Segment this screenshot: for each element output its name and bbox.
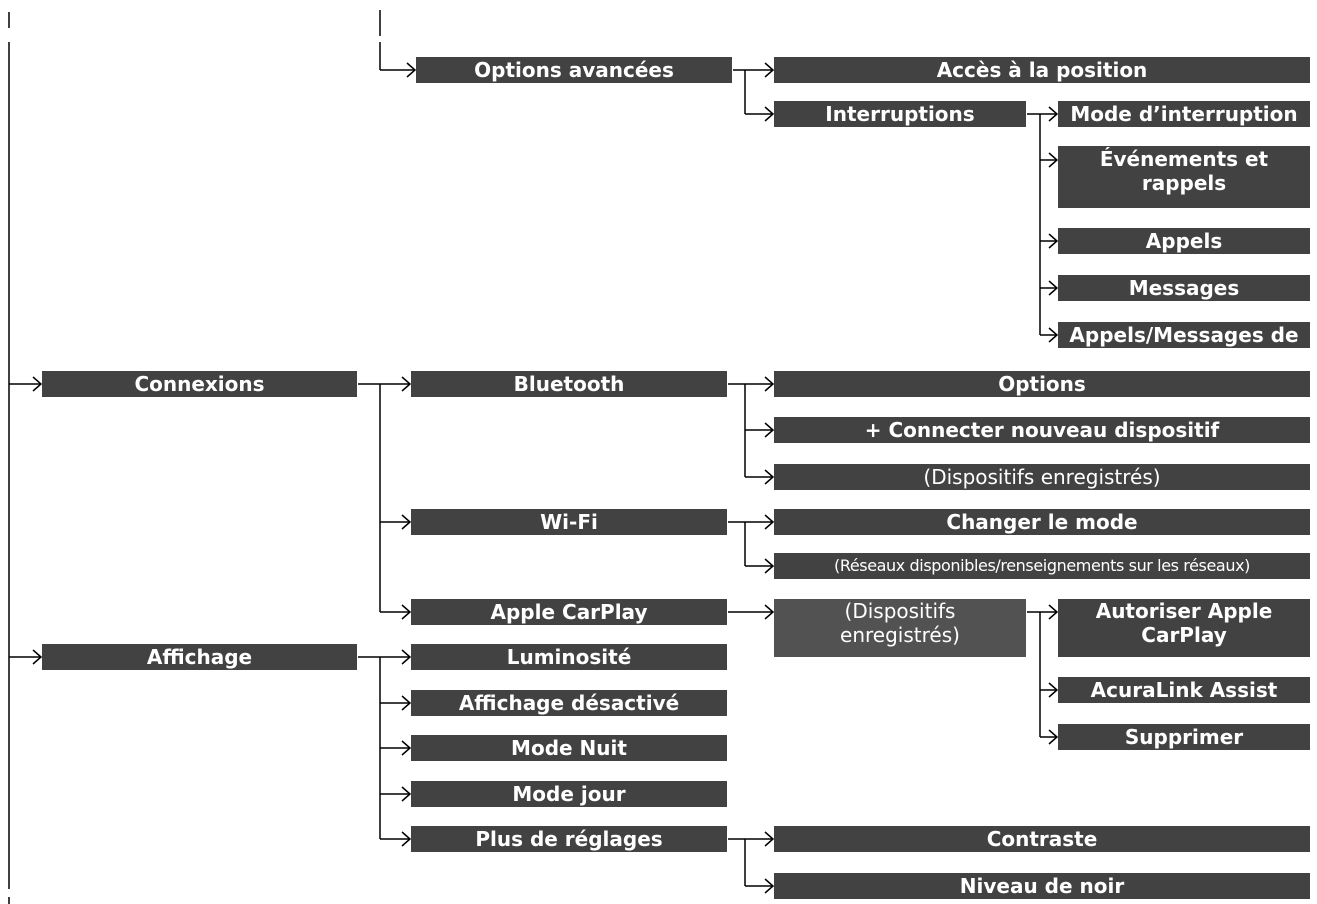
arrow-head-icon (1048, 233, 1059, 249)
arrow-head-icon (764, 422, 775, 438)
arrow-head-icon (401, 740, 412, 756)
arrow-head-icon (401, 649, 412, 665)
arrow-head-icon (401, 376, 412, 392)
affichage-desactive-node[interactable]: Affichage désactivé (411, 690, 727, 716)
plus-de-reglages-node[interactable]: Plus de réglages (411, 826, 727, 852)
appels-node[interactable]: Appels (1058, 228, 1310, 254)
arrow-head-icon (764, 558, 775, 574)
arrow-head-icon (401, 514, 412, 530)
evenements-rappels-node[interactable]: Événements et rappels (1058, 146, 1310, 208)
arrow-head-icon (1048, 327, 1059, 343)
arrow-head-icon (1048, 152, 1059, 168)
affichage-node[interactable]: Affichage (42, 644, 357, 670)
apple-carplay-node[interactable]: Apple CarPlay (411, 599, 727, 625)
messages-node[interactable]: Messages (1058, 275, 1310, 301)
arrow-head-icon (764, 376, 775, 392)
arrow-head-icon (401, 604, 412, 620)
arrow-head-icon (764, 604, 775, 620)
acces-position-node[interactable]: Accès à la position (774, 57, 1310, 83)
mode-interruption-node[interactable]: Mode d’interruption (1058, 101, 1310, 127)
arrow-head-icon (32, 376, 43, 392)
bluetooth-node[interactable]: Bluetooth (411, 371, 727, 397)
supprimer-node[interactable]: Supprimer (1058, 724, 1310, 750)
arrow-head-icon (1048, 280, 1059, 296)
interruptions-node[interactable]: Interruptions (774, 101, 1026, 127)
bluetooth-options-node[interactable]: Options (774, 371, 1310, 397)
bluetooth-dispositifs-enregistres-node[interactable]: (Dispositifs enregistrés) (774, 464, 1310, 490)
arrow-head-icon (401, 695, 412, 711)
carplay-dispositifs-enregistres-node[interactable]: (Dispositifs enregistrés) (774, 599, 1026, 657)
arrow-head-icon (764, 62, 775, 78)
wifi-node[interactable]: Wi-Fi (411, 509, 727, 535)
arrow-head-icon (1048, 106, 1059, 122)
arrow-head-icon (764, 469, 775, 485)
mode-jour-node[interactable]: Mode jour (411, 781, 727, 807)
arrow-head-icon (764, 878, 775, 894)
contraste-node[interactable]: Contraste (774, 826, 1310, 852)
appels-messages-de-node[interactable]: Appels/Messages de (1058, 322, 1310, 348)
arrow-head-icon (764, 106, 775, 122)
connecter-nouveau-dispositif-node[interactable]: + Connecter nouveau dispositif (774, 417, 1310, 443)
arrow-head-icon (764, 831, 775, 847)
options-avancees-node[interactable]: Options avancées (416, 57, 732, 83)
arrow-head-icon (32, 649, 43, 665)
connexions-node[interactable]: Connexions (42, 371, 357, 397)
arrow-head-icon (1048, 729, 1059, 745)
mode-nuit-node[interactable]: Mode Nuit (411, 735, 727, 761)
arrow-head-icon (764, 514, 775, 530)
arrow-head-icon (401, 786, 412, 802)
luminosite-node[interactable]: Luminosité (411, 644, 727, 670)
autoriser-apple-carplay-node[interactable]: Autoriser Apple CarPlay (1058, 599, 1310, 657)
arrow-head-icon (1048, 682, 1059, 698)
changer-mode-node[interactable]: Changer le mode (774, 509, 1310, 535)
reseaux-disponibles-node[interactable]: (Réseaux disponibles/renseignements sur … (774, 553, 1310, 579)
arrow-head-icon (401, 831, 412, 847)
arrow-head-icon (1048, 604, 1059, 620)
niveau-de-noir-node[interactable]: Niveau de noir (774, 873, 1310, 899)
acuralink-assist-node[interactable]: AcuraLink Assist (1058, 677, 1310, 703)
arrow-head-icon (406, 62, 417, 78)
